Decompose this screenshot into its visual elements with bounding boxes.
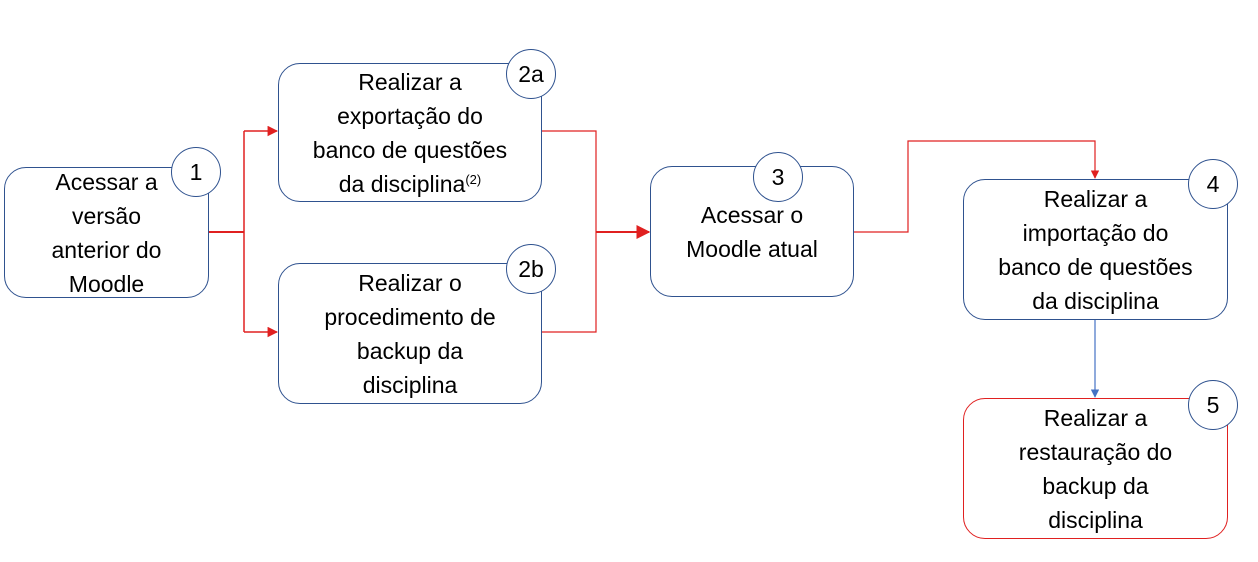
step-3-box: Acessar o Moodle atual (650, 166, 854, 297)
step-5-badge: 5 (1188, 380, 1238, 430)
step-2a-badge: 2a (506, 49, 556, 99)
step-1-label: Acessar a versão anterior do Moodle (51, 168, 162, 297)
step-4-badge: 4 (1188, 159, 1238, 209)
step-1-badge: 1 (171, 147, 221, 197)
step-2a-label: Realizar a exportação do banco de questõ… (312, 68, 508, 197)
step-4-box: Realizar a importação do banco de questõ… (963, 179, 1228, 320)
step-3-badge: 3 (753, 152, 803, 202)
step-5-label: Realizar a restauração do backup da disc… (1018, 404, 1173, 533)
step-2b-label: Realizar o procedimento de backup da dis… (324, 269, 496, 398)
step-2b-badge: 2b (506, 244, 556, 294)
connector-2b-to-merge (541, 232, 597, 333)
step-2a-text: Realizar a exportação do banco de questõ… (313, 65, 507, 201)
step-2a-box: Realizar a exportação do banco de questõ… (278, 63, 542, 202)
step-1-box: Acessar a versão anterior do Moodle (4, 167, 209, 298)
connector-3-to-4 (853, 140, 1100, 233)
connector-2a-to-merge (541, 130, 597, 232)
step-2b-box: Realizar o procedimento de backup da dis… (278, 263, 542, 404)
step-5-box: Realizar a restauração do backup da disc… (963, 398, 1228, 539)
step-2a-footnote: (2) (465, 171, 482, 187)
step-3-label: Acessar o Moodle atual (686, 201, 818, 262)
step-4-label: Realizar a importação do banco de questõ… (998, 185, 1193, 314)
